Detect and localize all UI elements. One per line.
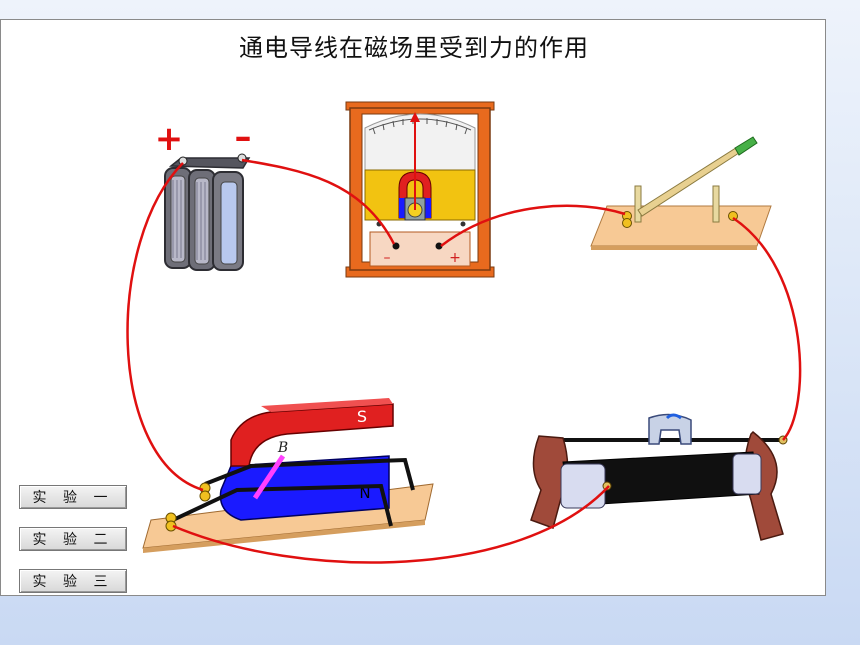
wire-rheostat-to-apparatus [172, 485, 610, 564]
page-title: 通电导线在磁场里受到力的作用 [239, 34, 589, 62]
magnet-north-label: N [359, 484, 370, 502]
ammeter[interactable]: – + [345, 101, 495, 278]
wire-ammeter-to-switch [440, 204, 626, 247]
wire-battery-to-apparatus [126, 162, 204, 492]
battery-cell [212, 171, 244, 271]
ammeter-dial [364, 113, 476, 171]
wire-battery-to-ammeter [241, 158, 396, 245]
battery-positive-terminal [178, 156, 188, 166]
circuit-scene: + – [126, 101, 802, 564]
conductor-rod [252, 454, 286, 500]
rheostat-slider[interactable] [648, 413, 692, 445]
experiment-3-button[interactable]: 实 验 三 [19, 569, 127, 593]
field-label: B [277, 440, 288, 456]
switch-handle[interactable] [734, 136, 758, 156]
experiment-1-button[interactable]: 实 验 一 [19, 485, 127, 509]
ammeter-positive-terminal [435, 242, 443, 250]
battery-minus-label: – [235, 117, 252, 157]
ammeter-plus-label: + [449, 250, 461, 266]
circuit-wires [126, 158, 802, 564]
battery[interactable]: + – [155, 117, 252, 271]
rheostat[interactable] [530, 413, 788, 541]
wire-switch-to-rheostat [732, 216, 802, 441]
experiment-stage: 通电导线在磁场里受到力的作用 + – [0, 19, 826, 596]
battery-plus-label: + [155, 119, 184, 159]
magnet-south-label: S [357, 407, 367, 426]
ammeter-negative-terminal [392, 242, 400, 250]
ammeter-minus-label: – [384, 250, 391, 266]
knife-switch[interactable] [590, 136, 772, 250]
magnet-apparatus: S N B [142, 398, 434, 553]
experiment-2-button[interactable]: 实 验 二 [19, 527, 127, 551]
battery-cell [188, 169, 216, 271]
battery-cell [164, 167, 192, 269]
